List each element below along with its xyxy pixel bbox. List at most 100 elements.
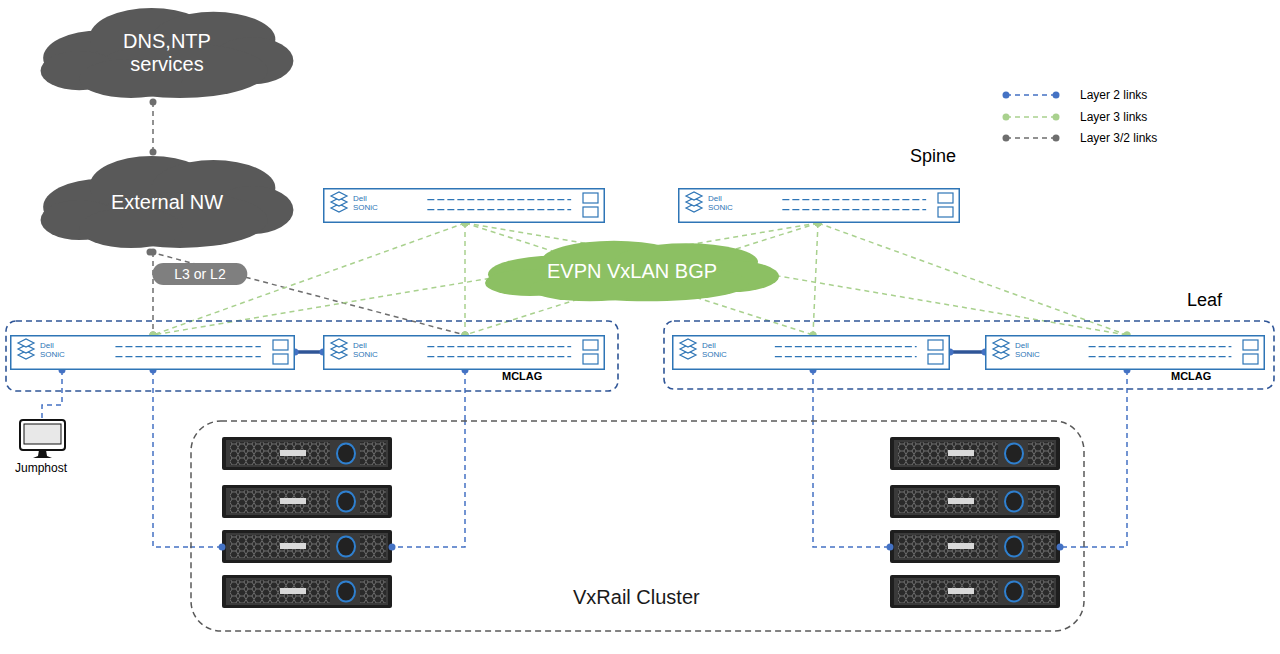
peer-link [950, 350, 985, 354]
network-link [464, 223, 466, 335]
cloud-node: DNS,NTP services [38, 4, 296, 102]
network-link [42, 370, 62, 418]
brand-label: Dell SONiC [40, 341, 70, 359]
network-link [153, 223, 818, 335]
uplink-port [583, 340, 598, 350]
network-link [1085, 370, 1127, 547]
uplink-port [273, 340, 288, 350]
node-label: VxRail Cluster [573, 586, 700, 609]
sonic-logo [18, 339, 34, 359]
sonic-logo [686, 192, 702, 212]
logo-layer [686, 192, 702, 200]
network-link [152, 252, 154, 335]
port-row [115, 356, 260, 357]
switch-node: Dell SONiC [323, 188, 605, 223]
server [890, 575, 1060, 608]
uplink-port [938, 193, 953, 203]
logo-layer [331, 339, 347, 347]
network-link [812, 370, 814, 420]
switch-node: Dell SONiC [678, 188, 960, 223]
monitor-frame [20, 420, 65, 450]
sonic-logo [331, 339, 347, 359]
legend-line [1006, 94, 1056, 96]
port-row [775, 346, 917, 347]
legend-row: Layer 3/2 links [1000, 130, 1200, 146]
switch-body [11, 336, 295, 370]
switch-node: Dell SONiC [323, 335, 605, 370]
mclag-outline [664, 321, 1274, 389]
link-dot [219, 544, 226, 551]
node-label: EVPN VxLAN BGP [547, 260, 717, 283]
network-link [153, 370, 190, 547]
cluster-outline [191, 421, 1084, 631]
brand-label: Dell SONiC [1015, 341, 1045, 359]
server [222, 437, 392, 470]
server [890, 437, 1060, 470]
legend-swatch [1000, 87, 1064, 103]
peer-link [295, 350, 323, 354]
logo-layer [993, 339, 1009, 347]
legend-text: Layer 3/2 links [1080, 130, 1157, 146]
monitor-stand [33, 450, 52, 458]
uplink-port [1243, 354, 1258, 364]
region-node: VxRail Cluster [190, 420, 1085, 632]
uplink-port [928, 354, 943, 364]
legend-dot [1053, 135, 1060, 142]
port-row [427, 209, 571, 210]
legend-swatch [1000, 130, 1064, 146]
group-node: MCLAGDell SONiCDell SONiC [663, 320, 1275, 390]
connector-group [42, 102, 1127, 547]
sonic-logo [331, 192, 347, 212]
cloud-node: External NW [38, 152, 296, 252]
port-row [1089, 346, 1232, 347]
switch-body [679, 189, 960, 223]
server [222, 530, 392, 563]
port-row [775, 356, 917, 357]
legend-swatch [1000, 109, 1064, 125]
legend-line [1006, 116, 1056, 118]
sonic-logo [993, 339, 1009, 359]
switch-body [986, 336, 1265, 370]
switch-body [673, 336, 950, 370]
server [890, 485, 1060, 518]
port-row [115, 346, 260, 347]
switch-node: Dell SONiC [672, 335, 950, 370]
link-label: L3 or L2 [152, 263, 247, 285]
server-link-extension [392, 420, 465, 547]
server-link-extension [1060, 546, 1085, 548]
port-row [782, 209, 926, 210]
switch-body [324, 189, 605, 223]
uplink-port [583, 354, 598, 364]
server-link-extension [813, 420, 890, 547]
group-node: MCLAGDell SONiCDell SONiC [5, 320, 619, 392]
node-label: External NW [111, 191, 223, 214]
link-dot [389, 544, 396, 551]
tier-label: Spine [910, 146, 956, 167]
brand-label: Dell SONiC [702, 341, 732, 359]
link-dot [887, 544, 894, 551]
monitor-screen [24, 424, 61, 444]
port-row [427, 199, 571, 200]
port-row [1089, 356, 1232, 357]
uplink-port [938, 207, 953, 217]
host-node: Jumphost [5, 418, 80, 480]
server-link-extension [190, 546, 222, 548]
network-link [465, 223, 818, 335]
node-label: Jumphost [15, 462, 67, 476]
uplink-port [928, 340, 943, 350]
port-row [427, 356, 571, 357]
switch-body [324, 336, 605, 370]
logo-layer [18, 339, 34, 347]
link-dot-group [219, 544, 1064, 551]
tier-label: Leaf [1187, 290, 1222, 311]
legend-row: Layer 2 links [1000, 87, 1200, 103]
port-row [427, 346, 571, 347]
node-label: DNS,NTP services [112, 30, 222, 76]
legend-dot [1053, 114, 1060, 121]
network-link [818, 223, 1127, 335]
brand-label: Dell SONiC [353, 341, 383, 359]
port-row [782, 199, 926, 200]
network-link [150, 252, 465, 335]
